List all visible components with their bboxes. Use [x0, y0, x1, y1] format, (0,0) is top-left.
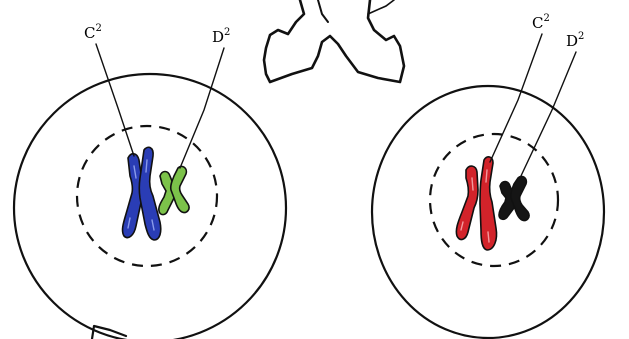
- right-d-superscript: 2: [578, 31, 584, 42]
- left-c-label: C2: [84, 23, 102, 42]
- split-arrow: [264, 0, 404, 82]
- right-c-chromatid-1: [456, 166, 478, 239]
- right-d-chromatid-2: [511, 176, 529, 220]
- left-d-label-line: [180, 48, 224, 168]
- right-cell: C2 D2: [372, 13, 604, 338]
- right-c-label-line: [490, 34, 542, 162]
- right-c-label: C2: [532, 13, 550, 32]
- split-arrow-outline: [264, 0, 404, 82]
- split-arrow-label-line: [368, 0, 394, 14]
- left-c-label-line: [96, 44, 134, 156]
- left-c-chromatid-2: [139, 147, 161, 240]
- left-d-chromosome: [159, 166, 189, 214]
- left-c-superscript: 2: [95, 23, 101, 34]
- left-d-letter: D: [212, 28, 224, 46]
- right-d-label: D2: [566, 31, 584, 50]
- split-arrow-inner-line: [318, 0, 328, 22]
- left-c-chromosome: [123, 147, 161, 240]
- left-cell: C2 D2: [14, 23, 286, 339]
- right-c-chromosome: [456, 157, 496, 250]
- left-d-chromatid-2: [171, 166, 189, 212]
- left-d-superscript: 2: [224, 27, 230, 38]
- right-d-letter: D: [566, 32, 578, 50]
- right-c-superscript: 2: [543, 13, 549, 24]
- left-c-letter: C: [84, 24, 95, 42]
- right-c-letter: C: [532, 14, 543, 32]
- left-d-label: D2: [212, 27, 230, 46]
- right-d-chromosome: [499, 176, 529, 220]
